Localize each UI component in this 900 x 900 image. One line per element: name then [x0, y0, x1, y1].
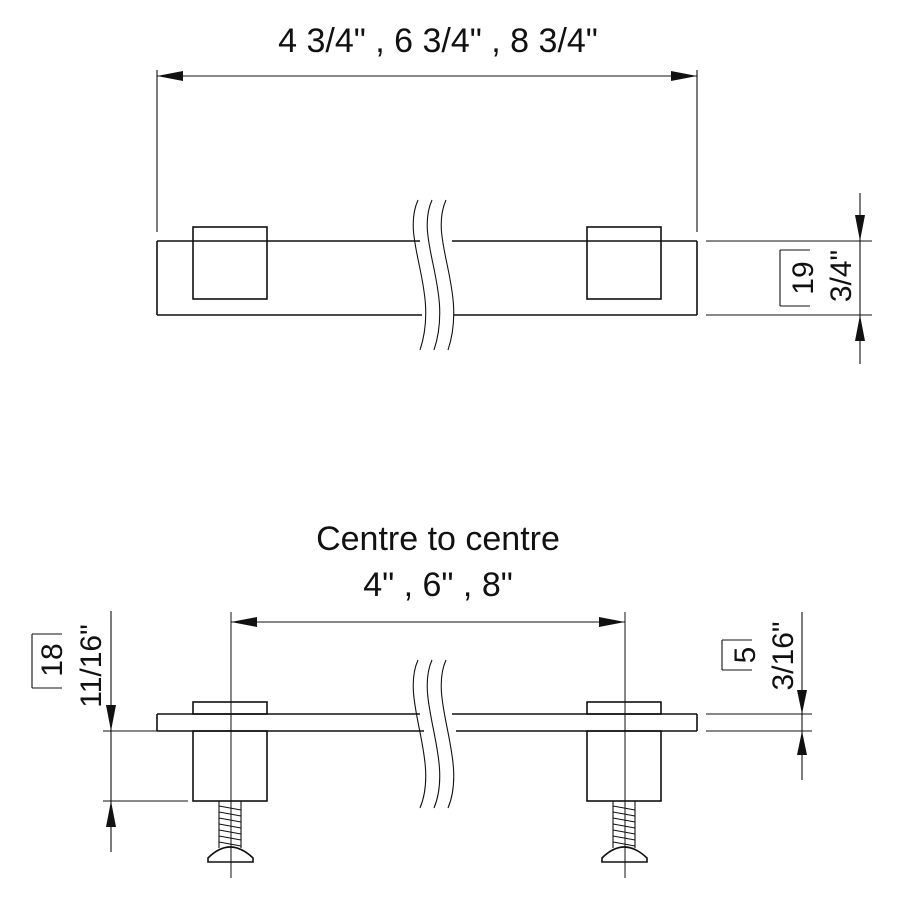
- overall-length-dimension: [156, 70, 698, 232]
- bar-thickness-dimension: 5 3/16": [706, 612, 812, 780]
- left-post-side: [192, 701, 268, 863]
- height-dimension: 19 3/4": [706, 193, 872, 364]
- right-post-top: [586, 226, 662, 300]
- handle-bar-top: [156, 240, 698, 316]
- break-lines-side: [412, 659, 455, 809]
- post-height-mm-label: 18: [36, 643, 69, 676]
- centre-distance-dimension: [231, 617, 625, 627]
- bar-thickness-mm-label: 5: [729, 647, 762, 664]
- height-inch-label: 3/4": [825, 250, 858, 302]
- centre-to-centre-title: Centre to centre: [316, 520, 560, 558]
- handle-bar-side: [156, 713, 698, 732]
- right-screw-head-icon: [601, 846, 648, 863]
- top-view: 4 3/4" , 6 3/4" , 8 3/4": [156, 22, 872, 364]
- centre-distances-label: 4" , 6" , 8": [363, 566, 513, 604]
- right-post-side: [586, 701, 662, 863]
- break-lines-top: [412, 199, 455, 351]
- bar-thickness-inch-label: 3/16": [767, 621, 800, 690]
- post-height-inch-label: 11/16": [75, 624, 108, 708]
- post-height-dimension: 18 11/16": [31, 611, 188, 852]
- overall-length-label: 4 3/4" , 6 3/4" , 8 3/4": [278, 22, 598, 60]
- left-screw-head-icon: [207, 846, 254, 863]
- side-view: Centre to centre 4" , 6" , 8": [31, 520, 812, 878]
- left-post-top: [192, 226, 268, 300]
- height-mm-label: 19: [787, 261, 820, 294]
